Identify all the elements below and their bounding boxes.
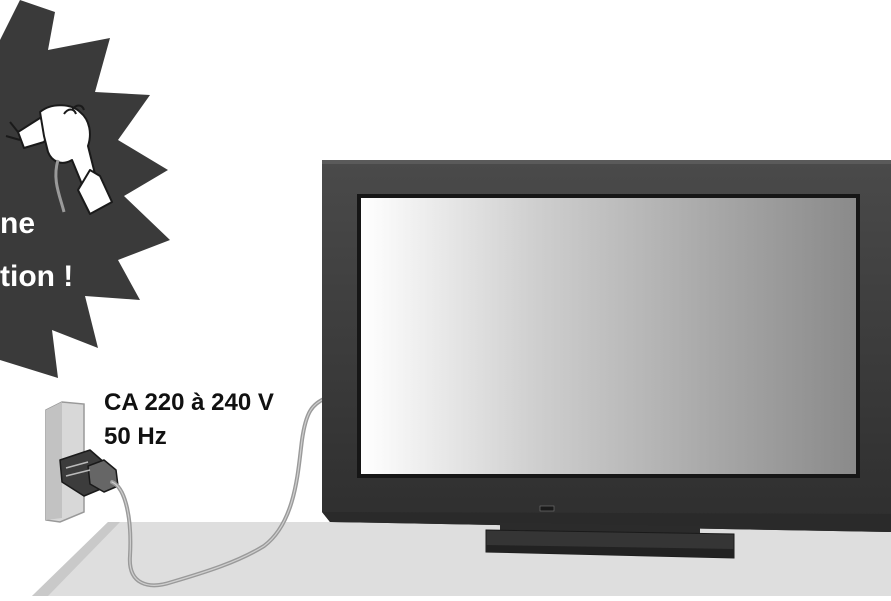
- warning-burst-text-line1: ne: [0, 209, 35, 239]
- flat-tv-icon: [322, 160, 891, 558]
- power-spec-voltage: CA 220 à 240 V: [104, 391, 274, 415]
- warning-burst-text-line2: tion !: [0, 262, 73, 292]
- tv-screen: [361, 198, 856, 474]
- power-spec-frequency: 50 Hz: [104, 425, 167, 449]
